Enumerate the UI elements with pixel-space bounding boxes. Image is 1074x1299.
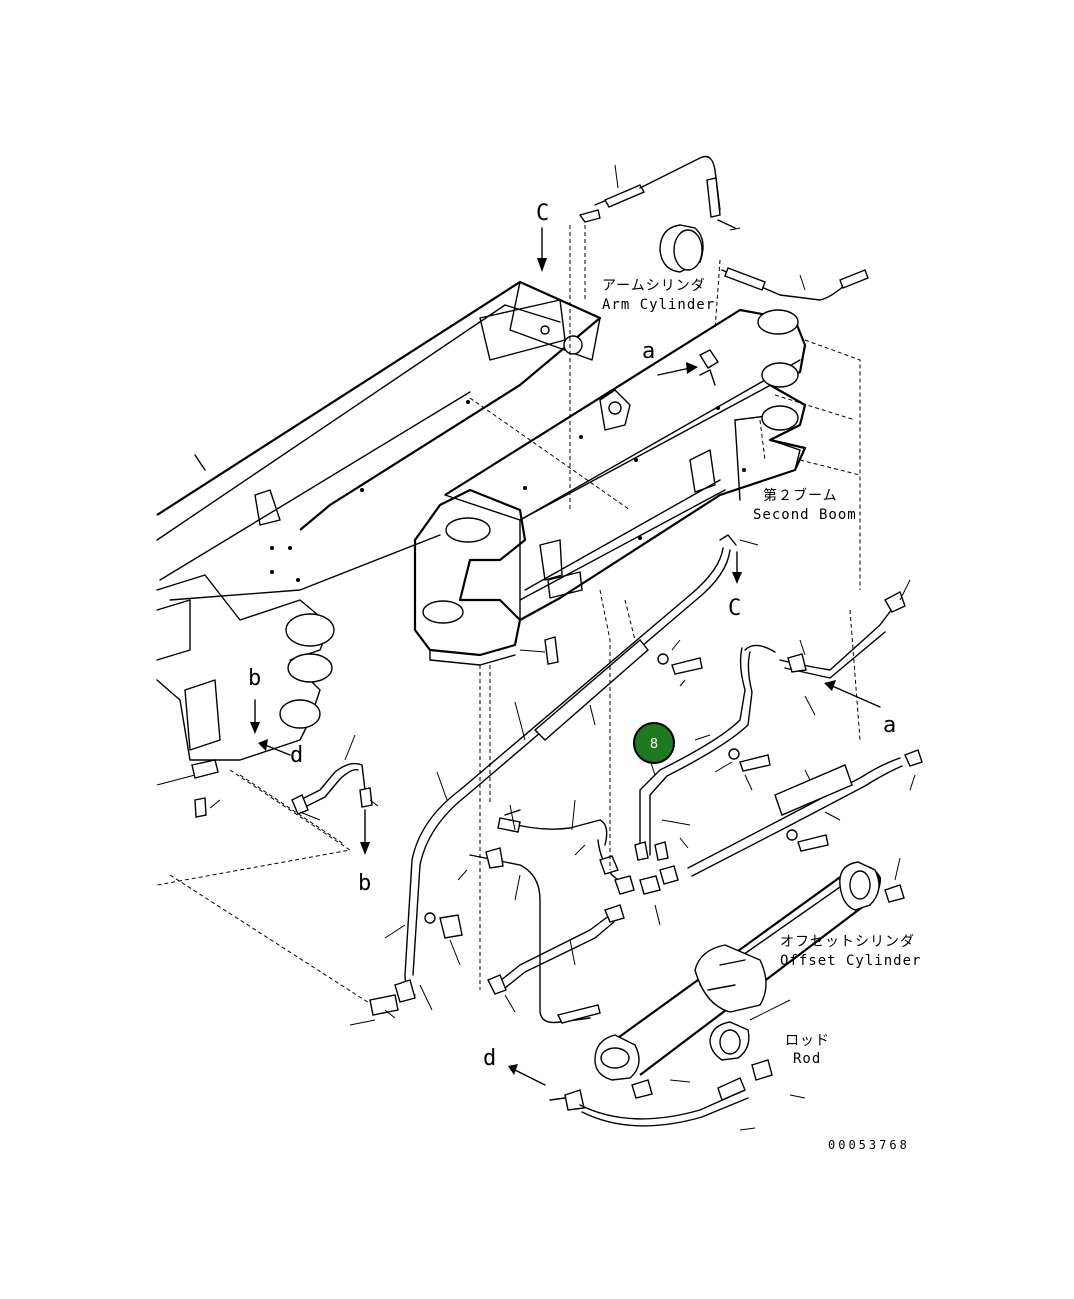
ref-c-mid: C (728, 596, 741, 621)
first-boom (156, 280, 602, 1011)
offset-cylinder-label-en: Offset Cylinder (780, 953, 921, 969)
second-boom-label-en: Second Boom (753, 507, 857, 523)
ref-c-top: C (536, 201, 549, 226)
arm-cylinder-label-jp: アームシリンダ (602, 278, 706, 294)
ref-d-top: d (290, 743, 303, 768)
rod-label-jp: ロッド (785, 1033, 830, 1049)
second-boom (413, 308, 807, 666)
ref-b-bottom: b (358, 871, 371, 896)
ref-a-right: a (883, 713, 896, 738)
arm-cylinder-parts (569, 155, 869, 510)
ref-d-bottom: d (483, 1046, 496, 1071)
ref-b-top: b (248, 666, 261, 691)
second-boom-label-jp: 第２ブーム (763, 487, 838, 504)
offset-cylinder-label-jp: オフセットシリンダ (780, 934, 915, 950)
offset-cylinder (549, 861, 905, 1131)
callout-marker[interactable] (633, 722, 675, 764)
rod-label-en: Rod (793, 1051, 821, 1067)
ref-a-top: a (642, 339, 655, 364)
drawing-number: 00053768 (828, 1138, 910, 1152)
reference-arrows (250, 227, 881, 1086)
pipes-and-hoses (156, 339, 923, 1026)
part-labels: アームシリンダ Arm Cylinder 第２ブーム Second Boom オ… (602, 278, 921, 1067)
arm-cylinder-label-en: Arm Cylinder (602, 297, 715, 313)
callout-number: 8 (650, 737, 658, 752)
section-references: C C a a b b d d (248, 201, 896, 1071)
part-callout-8[interactable]: 8 (633, 722, 675, 764)
